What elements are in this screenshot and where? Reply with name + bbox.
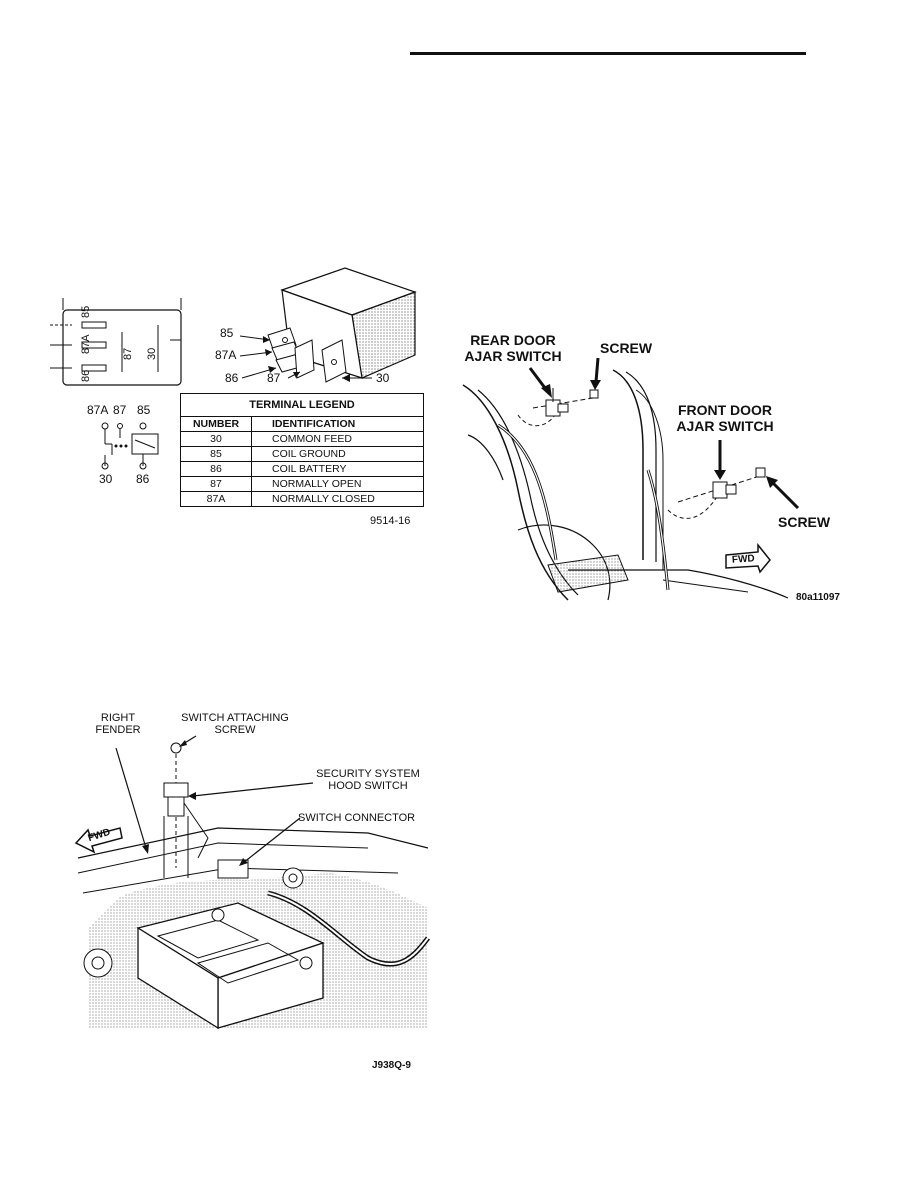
pinout-label-87A: 87A xyxy=(87,403,109,417)
legend-number: 86 xyxy=(180,461,252,477)
schematic-pin-87A: 87A xyxy=(80,334,92,354)
pinout-label-85: 85 xyxy=(137,403,151,417)
fwd-label: FWD xyxy=(731,553,756,566)
door-ajar-figure: REAR DOOR AJAR SWITCH SCREW FRONT DOOR A… xyxy=(458,330,868,610)
schematic-pin-87: 87 xyxy=(122,347,134,360)
right-fender-label: RIGHT FENDER xyxy=(95,712,141,736)
legend-identification: COIL BATTERY xyxy=(251,461,424,477)
terminal-legend-table: TERMINAL LEGEND NUMBER IDENTIFICATION 30… xyxy=(180,393,424,507)
table-row: 85 COIL GROUND xyxy=(180,446,424,462)
relay-figure-number: 9514-16 xyxy=(370,515,411,527)
legend-identification: COMMON FEED xyxy=(251,431,424,447)
relay-figure: 85 87A 86 87 30 87A 87 85 30 86 85 87A 8… xyxy=(50,260,430,540)
legend-header-number: NUMBER xyxy=(180,416,252,432)
schematic-pin-30: 30 xyxy=(146,347,158,360)
legend-title: TERMINAL LEGEND xyxy=(180,393,424,417)
legend-identification: COIL GROUND xyxy=(251,446,424,462)
callout-87: 87 xyxy=(267,371,281,385)
header-rule xyxy=(410,52,806,55)
schematic-pin-86: 86 xyxy=(80,369,92,382)
security-system-hood-switch-label: SECURITY SYSTEM HOOD SWITCH xyxy=(316,768,420,792)
door-ajar-drawing xyxy=(462,357,800,601)
legend-number: 30 xyxy=(180,431,252,447)
front-door-ajar-switch-label: FRONT DOOR AJAR SWITCH xyxy=(676,402,774,434)
callout-86: 86 xyxy=(225,371,239,385)
screw-label-bottom: SCREW xyxy=(778,514,831,530)
legend-header-identification: IDENTIFICATION xyxy=(251,416,424,432)
door-figure-number: 80a11097 xyxy=(796,592,840,603)
table-row: 86 COIL BATTERY xyxy=(180,461,424,477)
switch-attaching-screw-label: SWITCH ATTACHING SCREW xyxy=(181,712,289,736)
legend-number: 87A xyxy=(180,491,252,507)
callout-87A: 87A xyxy=(215,348,237,362)
legend-identification: NORMALLY CLOSED xyxy=(251,491,424,507)
callout-30: 30 xyxy=(376,371,390,385)
pinout-label-87: 87 xyxy=(113,403,127,417)
hood-switch-drawing xyxy=(74,735,430,1030)
table-row: 30 COMMON FEED xyxy=(180,431,424,447)
pinout-label-30: 30 xyxy=(99,472,113,486)
table-row: 87A NORMALLY CLOSED xyxy=(180,491,424,507)
rear-door-ajar-switch-label: REAR DOOR AJAR SWITCH xyxy=(464,332,562,364)
schematic-pin-85: 85 xyxy=(80,305,92,318)
relay-drawing xyxy=(50,267,417,470)
switch-connector-label: SWITCH CONNECTOR xyxy=(298,812,416,824)
legend-identification: NORMALLY OPEN xyxy=(251,476,424,492)
pinout-label-86: 86 xyxy=(136,472,150,486)
screw-label-top: SCREW xyxy=(600,340,653,356)
legend-number: 87 xyxy=(180,476,252,492)
hood-figure-number: J938Q-9 xyxy=(372,1060,411,1071)
table-row: 87 NORMALLY OPEN xyxy=(180,476,424,492)
legend-number: 85 xyxy=(180,446,252,462)
callout-85: 85 xyxy=(220,326,234,340)
hood-switch-figure: RIGHT FENDER SWITCH ATTACHING SCREW SECU… xyxy=(68,708,438,1078)
